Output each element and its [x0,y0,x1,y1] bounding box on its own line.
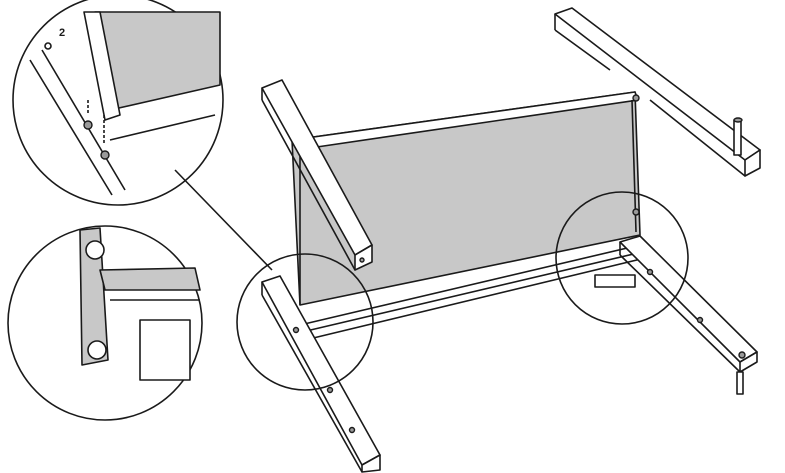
step-number: 2 [59,27,65,39]
left-beam [261,79,373,271]
detail-top-left: 2 [12,0,224,206]
left-leg [261,275,381,473]
top-crossbar [554,7,761,177]
right-leg [619,235,758,395]
leader-line [174,169,273,271]
detail-right-joint [555,191,689,325]
desk-panel [291,91,641,306]
detail-left-joint [236,253,374,391]
detail-bottom-left [7,225,203,421]
